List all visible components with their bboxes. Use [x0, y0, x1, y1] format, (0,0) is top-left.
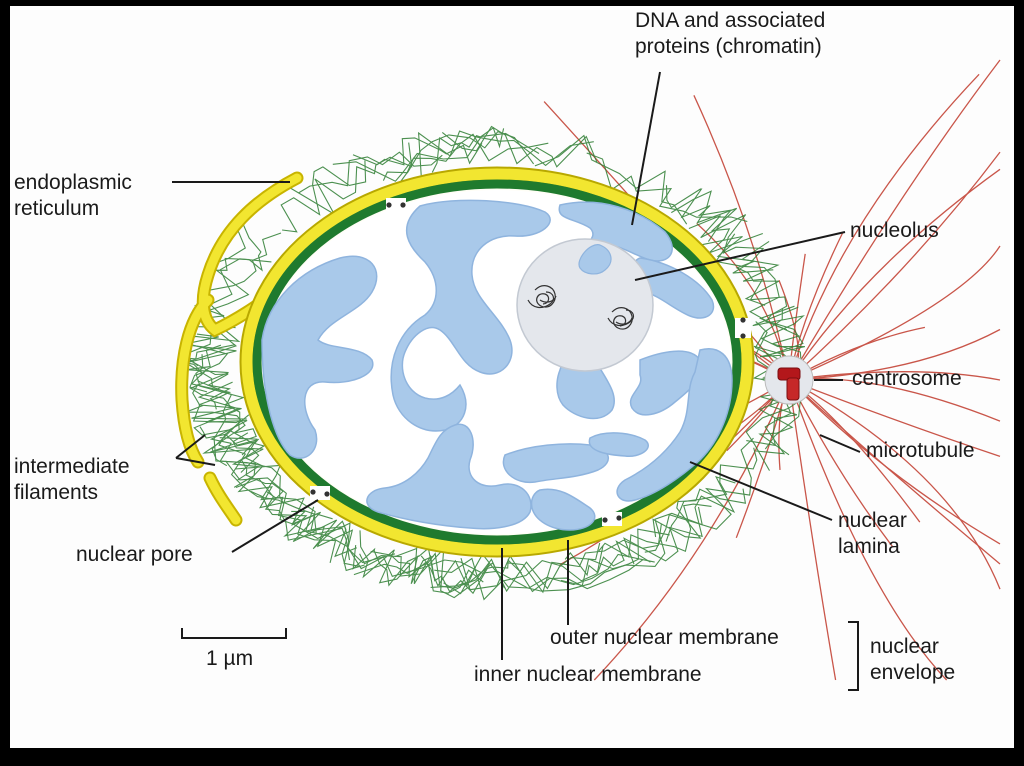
microtubule-strand: [788, 245, 1001, 381]
intermediate-filament-strand: [288, 142, 413, 216]
intermediate-filament-strand: [740, 240, 788, 331]
label-er-line2: reticulum: [14, 197, 100, 220]
intermediate-filament-strand: [430, 542, 601, 593]
intermediate-filament-strand: [352, 545, 435, 587]
intermediate-filament-strand: [688, 214, 774, 274]
intermediate-filament-strand: [205, 219, 263, 272]
nucleolus: [516, 238, 654, 372]
intermediate-filament-strand: [190, 369, 254, 444]
microtubule-strand: [788, 379, 894, 548]
label-lamina-line2: lamina: [838, 535, 900, 558]
microtubule-strand: [788, 151, 1001, 381]
label-microtubule: microtubule: [866, 439, 975, 462]
label-nucleolus: nucleolus: [850, 219, 939, 242]
scale-bar: [181, 628, 287, 639]
label-chromatin-line1: DNA and associated: [635, 9, 826, 32]
leader-lines: [172, 71, 861, 691]
intermediate-filament-strand: [420, 555, 523, 595]
intermediate-filament-strand: [332, 132, 549, 182]
intermediate-filament-strand: [250, 490, 361, 568]
label-outer-nuclear-membrane: outer nuclear membrane: [550, 626, 779, 649]
nuclear-pore: [735, 317, 751, 339]
intermediate-filament-strand: [671, 190, 763, 254]
nuclear-pores: [310, 198, 751, 526]
label-inner-nuclear-membrane: inner nuclear membrane: [474, 663, 702, 686]
nuclear-lamina: [252, 179, 742, 545]
fibrillar-center-icon: [527, 285, 557, 309]
intermediate-filament-strand: [506, 523, 662, 594]
microtubule-strand: [788, 379, 1001, 458]
label-nuclear-envelope: nuclear envelope: [870, 634, 955, 686]
intermediate-filament-strand: [560, 506, 703, 587]
microtubule-strand: [788, 379, 837, 681]
intermediate-filament-strand: [186, 344, 247, 420]
intermediate-filament-strand: [644, 437, 754, 553]
microtubule-strand: [788, 328, 1001, 381]
centrosome: [764, 355, 814, 405]
microtubule-strand: [788, 371, 1001, 381]
label-nuclear-lamina: nuclear lamina: [838, 508, 907, 560]
intermediate-filament-strand: [225, 460, 396, 564]
intermediate-filament-strand: [443, 553, 655, 595]
microtubule-strand: [788, 379, 948, 681]
intermediate-filament-strand: [397, 133, 540, 186]
intermediate-filament-strand: [586, 152, 748, 223]
intermediate-filament-strand: [219, 437, 333, 526]
intermediate-filament-strand: [353, 552, 505, 589]
intermediate-filament-strand: [534, 134, 688, 225]
fibrillar-center-icon: [607, 307, 635, 330]
microtubule-strand: [788, 59, 1001, 381]
label-nuclear-pore: nuclear pore: [76, 543, 193, 566]
nuclear-pore: [602, 512, 622, 526]
label-if-line2: filaments: [14, 481, 99, 504]
label-er-line1: endoplasmic: [14, 171, 132, 194]
label-envelope-line2: envelope: [870, 661, 956, 684]
intermediate-filaments: [180, 125, 812, 601]
label-chromatin: DNA and associated proteins (chromatin): [635, 8, 825, 60]
intermediate-filament-strand: [280, 160, 367, 233]
label-chromatin-line2: proteins (chromatin): [635, 35, 822, 58]
intermediate-filament-strand: [234, 464, 337, 564]
label-if-line1: intermediate: [14, 455, 130, 478]
intermediate-filament-strand: [352, 137, 483, 166]
intermediate-filament-strand: [623, 475, 736, 565]
intermediate-filament-strand: [483, 528, 670, 592]
intermediate-filament-strand: [291, 510, 358, 558]
label-scale-bar: 1 µm: [206, 647, 254, 670]
chromatin: [261, 199, 733, 531]
intermediate-filament-strand: [185, 404, 257, 456]
intermediate-filament-strand: [564, 540, 651, 577]
intermediate-filament-strand: [370, 550, 477, 588]
microtubule-strand: [788, 379, 1001, 565]
nuclear-pore: [310, 486, 330, 500]
intermediate-filament-strand: [191, 232, 282, 329]
label-endoplasmic-reticulum: endoplasmic reticulum: [14, 170, 132, 222]
label-lamina-line1: nuclear: [838, 509, 907, 532]
intermediate-filament-strand: [752, 307, 807, 450]
nuclear-pore: [386, 198, 406, 212]
intermediate-filament-strand: [665, 447, 758, 542]
label-envelope-line1: nuclear: [870, 635, 939, 658]
label-centrosome: centrosome: [852, 367, 962, 390]
intermediate-filament-strand: [298, 151, 443, 194]
intermediate-filament-strand: [195, 354, 246, 467]
label-intermediate-filaments: intermediate filaments: [14, 454, 130, 506]
intermediate-filament-strand: [714, 233, 804, 357]
intermediate-filament-strand: [441, 125, 598, 168]
microtubule-strand: [693, 95, 790, 381]
intermediate-filament-strand: [382, 130, 535, 181]
intermediate-filament-strand: [235, 478, 351, 561]
intermediate-filament-strand: [197, 380, 285, 505]
microtubule-strand: [788, 73, 980, 381]
microtubule-strand: [788, 168, 1001, 381]
intermediate-filament-strand: [434, 545, 604, 601]
intermediate-filament-strand: [266, 491, 365, 572]
microtubule-strand: [788, 379, 1001, 590]
